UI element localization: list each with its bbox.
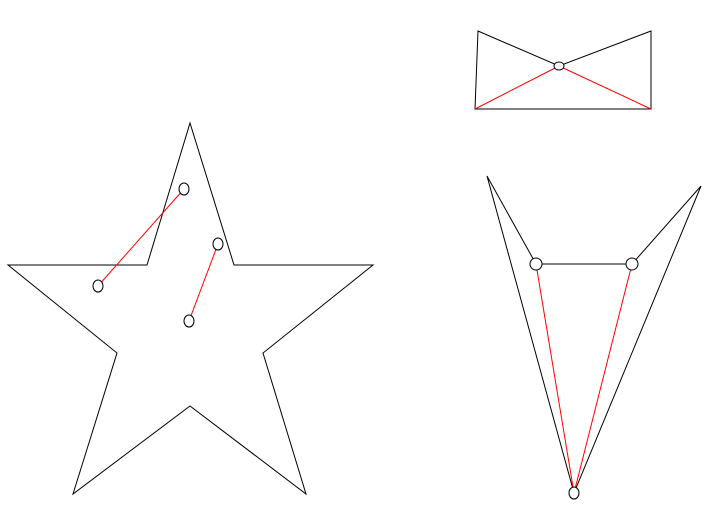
star-point-3[interactable] (212, 237, 224, 251)
v-diagonal-right (573, 263, 633, 494)
bowtie-figure (474, 30, 652, 110)
v-point-right[interactable] (625, 257, 639, 271)
v-diagonal-left (535, 263, 575, 494)
v-outline (486, 175, 702, 495)
bowtie-diagonal-right (558, 65, 652, 110)
star-diagonal-1 (97, 188, 185, 287)
bowtie-diagonal-left (474, 65, 560, 110)
star-outline (6, 121, 375, 496)
star-point-4[interactable] (183, 314, 195, 328)
v-figure (486, 175, 702, 500)
star-point-1[interactable] (92, 279, 104, 293)
bowtie-center-point[interactable] (553, 61, 565, 71)
star-diagonal-2 (188, 243, 219, 322)
star-figure (6, 121, 375, 496)
v-point-bottom[interactable] (568, 486, 580, 500)
star-point-2[interactable] (178, 182, 190, 196)
v-point-left[interactable] (529, 257, 543, 271)
bowtie-outline (474, 30, 652, 110)
